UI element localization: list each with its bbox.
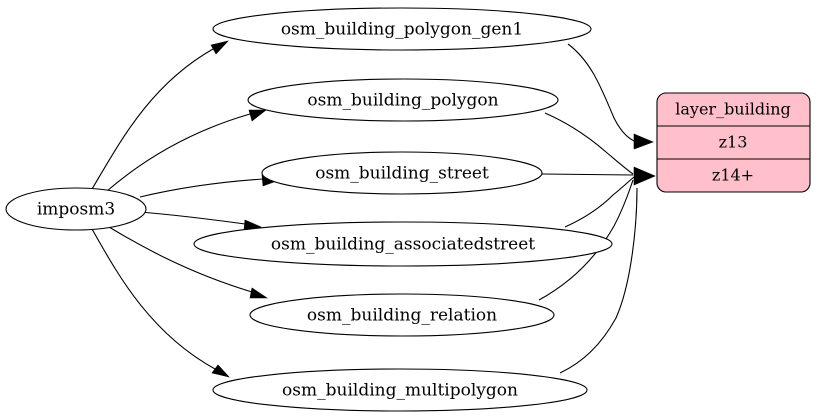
edge-associatedstreet-to-z14plus xyxy=(564,176,635,228)
edge-relation-to-z14plus xyxy=(538,179,634,301)
record-row-z14plus-label: z14+ xyxy=(712,166,754,185)
node-osm-building-relation-label: osm_building_relation xyxy=(307,306,497,326)
arrowhead-z13 xyxy=(633,133,654,150)
node-osm-building-relation[interactable]: osm_building_relation xyxy=(249,293,555,337)
node-osm-building-polygon-gen1[interactable]: osm_building_polygon_gen1 xyxy=(212,7,592,51)
edge-imposm3-to-associatedstreet xyxy=(139,211,246,225)
node-imposm3[interactable]: imposm3 xyxy=(5,187,147,231)
node-osm-building-multipolygon[interactable]: osm_building_multipolygon xyxy=(212,368,588,412)
node-osm-building-relation-shape[interactable] xyxy=(249,293,555,337)
edge-multipolygon-to-z14plus xyxy=(559,187,638,374)
edge-imposm3-to-polygon-gen1 xyxy=(91,48,214,190)
node-osm-building-associatedstreet[interactable]: osm_building_associatedstreet xyxy=(193,221,613,267)
arrowhead-z14plus xyxy=(633,166,656,186)
edge-polygon-gen1-to-z13 xyxy=(567,43,635,142)
node-layer-building[interactable]: layer_building z13 z14+ xyxy=(656,92,811,193)
edge-group-tables-to-layer xyxy=(538,43,656,374)
node-osm-building-associatedstreet-label: osm_building_associatedstreet xyxy=(271,235,535,255)
node-osm-building-street[interactable]: osm_building_street xyxy=(261,151,543,195)
record-row-title-label: layer_building xyxy=(675,100,791,119)
edge-polygon-to-z14plus xyxy=(544,112,634,175)
edge-imposm3-to-multipolygon xyxy=(91,228,216,370)
node-imposm3-shape[interactable] xyxy=(5,187,147,231)
arrowhead-relation xyxy=(249,287,268,299)
node-osm-building-polygon[interactable]: osm_building_polygon xyxy=(247,78,559,122)
node-osm-building-polygon-shape[interactable] xyxy=(247,78,559,122)
node-osm-building-associatedstreet-shape[interactable] xyxy=(193,221,613,267)
arrowhead-polygon-gen1 xyxy=(210,40,229,55)
edge-imposm3-to-polygon xyxy=(106,113,251,192)
edge-imposm3-to-relation xyxy=(108,226,253,293)
node-osm-building-polygon-gen1-label: osm_building_polygon_gen1 xyxy=(281,20,523,40)
node-osm-building-polygon-label: osm_building_polygon xyxy=(307,91,498,111)
arrowhead-polygon xyxy=(248,109,267,122)
edge-imposm3-to-street xyxy=(139,178,264,198)
arrowhead-multipolygon xyxy=(211,364,230,378)
node-layer-building-shape[interactable] xyxy=(656,92,811,193)
node-osm-building-polygon-gen1-shape[interactable] xyxy=(212,7,592,51)
record-row-z13-label: z13 xyxy=(719,133,748,152)
node-osm-building-street-label: osm_building_street xyxy=(315,164,489,184)
node-osm-building-multipolygon-label: osm_building_multipolygon xyxy=(282,381,518,401)
edge-street-to-z14plus xyxy=(541,173,634,176)
node-imposm3-label: imposm3 xyxy=(37,200,115,220)
node-osm-building-street-shape[interactable] xyxy=(261,151,543,195)
node-osm-building-multipolygon-shape[interactable] xyxy=(212,368,588,412)
